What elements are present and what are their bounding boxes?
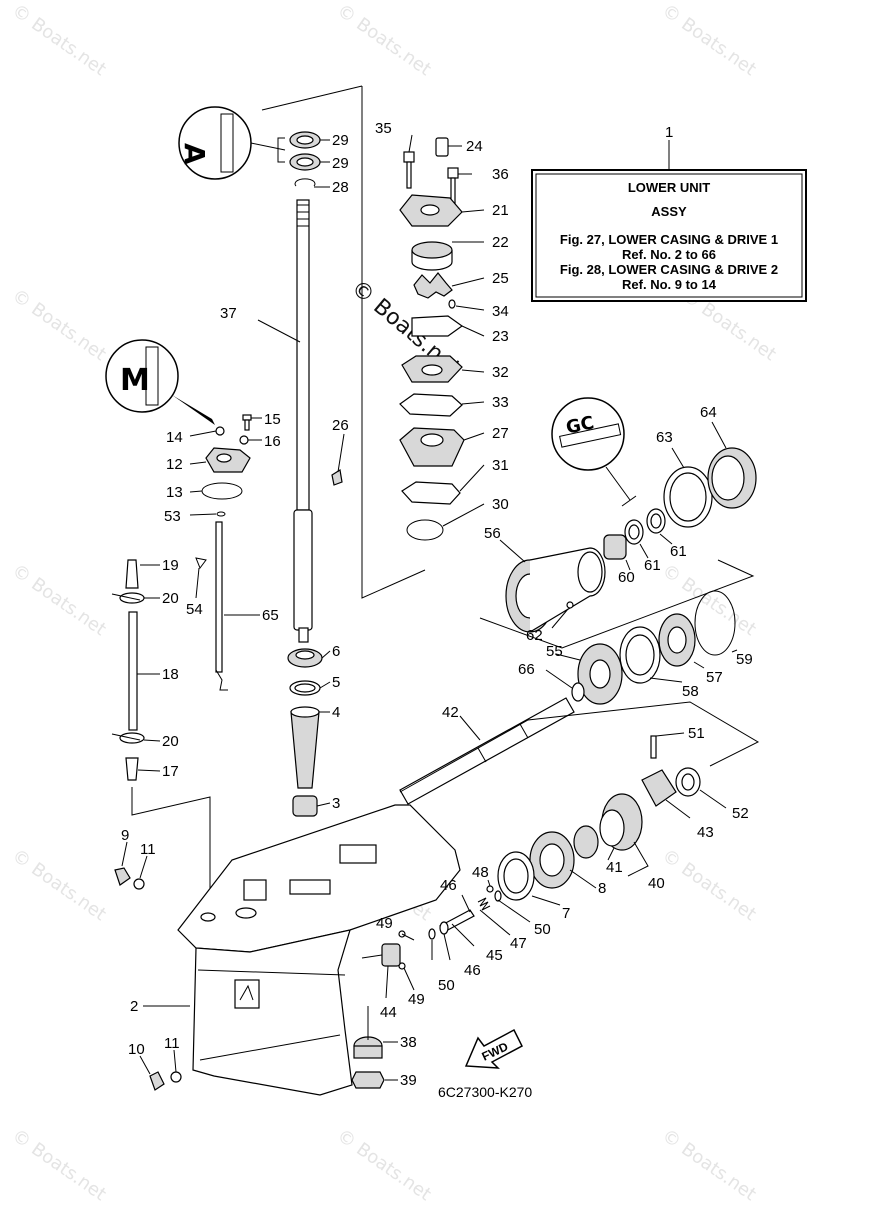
callout-34: 34 — [492, 303, 509, 320]
info-box-fig28-ref: Ref. No. 9 to 14 — [622, 277, 717, 292]
callout-66: 66 — [518, 661, 535, 678]
callout-51: 51 — [688, 725, 705, 742]
callout-24: 24 — [466, 138, 483, 155]
callout-61a: 61 — [644, 557, 661, 574]
drawing-code: 6C27300-K270 — [438, 1084, 532, 1100]
callout-55: 55 — [546, 643, 563, 660]
callout-49b: 49 — [408, 991, 425, 1008]
callout-32: 32 — [492, 364, 509, 381]
grease-symbol-a: A — [178, 106, 286, 180]
callout-59: 59 — [736, 651, 753, 668]
callout-38: 38 — [400, 1034, 417, 1051]
callout-60: 60 — [618, 569, 635, 586]
lower-unit-info-box: LOWER UNIT ASSY Fig. 27, LOWER CASING & … — [531, 140, 807, 302]
drive-shaft — [293, 199, 313, 643]
callout-29b: 29 — [332, 155, 349, 172]
callout-16: 16 — [264, 433, 281, 450]
propeller-shaft — [399, 697, 575, 805]
propeller-shaft-housing — [505, 547, 606, 633]
callout-10: 10 — [128, 1041, 145, 1058]
callout-47: 47 — [510, 935, 527, 952]
callout-3: 3 — [332, 795, 340, 812]
callout-13: 13 — [166, 484, 183, 501]
callout-43: 43 — [697, 824, 714, 841]
callout-58: 58 — [682, 683, 699, 700]
callout-20b: 20 — [162, 733, 179, 750]
callout-48: 48 — [472, 864, 489, 881]
callout-56: 56 — [484, 525, 501, 542]
callout-54: 54 — [186, 601, 203, 618]
pump-group-bracket — [361, 86, 426, 599]
callout-39: 39 — [400, 1072, 417, 1089]
callout-12: 12 — [166, 456, 183, 473]
callout-42: 42 — [442, 704, 459, 721]
callout-15: 15 — [264, 411, 281, 428]
callout-2: 2 — [130, 998, 138, 1015]
grease-symbol-m: M — [105, 339, 215, 425]
callout-6: 6 — [332, 643, 340, 660]
callout-11a: 11 — [140, 841, 156, 858]
callout-36: 36 — [492, 166, 509, 183]
callout-37: 37 — [220, 305, 237, 322]
callout-21: 21 — [492, 202, 509, 219]
callout-65: 65 — [262, 607, 279, 624]
lower-casing — [177, 804, 461, 1096]
callout-45: 45 — [486, 947, 503, 964]
callout-44: 44 — [380, 1004, 397, 1021]
callout-1: 1 — [665, 124, 673, 141]
callout-46b: 46 — [464, 962, 481, 979]
svg-text:A: A — [178, 143, 211, 165]
info-box-fig27-ref: Ref. No. 2 to 66 — [622, 247, 716, 262]
fwd-arrow: FWD — [464, 1028, 523, 1069]
callout-9: 9 — [121, 827, 129, 844]
callout-8: 8 — [598, 880, 606, 897]
callout-22: 22 — [492, 234, 509, 251]
callout-28: 28 — [332, 179, 349, 196]
callout-63: 63 — [656, 429, 673, 446]
callout-7: 7 — [562, 905, 570, 922]
callout-23: 23 — [492, 328, 509, 345]
callout-57: 57 — [706, 669, 723, 686]
callout-14: 14 — [166, 429, 183, 446]
callout-41: 41 — [606, 859, 623, 876]
callout-19: 19 — [162, 557, 179, 574]
info-box-fig28: Fig. 28, LOWER CASING & DRIVE 2 — [560, 262, 778, 277]
callout-27: 27 — [492, 425, 509, 442]
info-box-subtitle: ASSY — [651, 204, 687, 219]
callout-49a: 49 — [376, 915, 393, 932]
callout-20a: 20 — [162, 590, 179, 607]
callout-53: 53 — [164, 508, 181, 525]
callout-33: 33 — [492, 394, 509, 411]
callout-17: 17 — [162, 763, 179, 780]
callout-30: 30 — [492, 496, 509, 513]
callout-52: 52 — [732, 805, 749, 822]
callout-11b: 11 — [164, 1035, 180, 1052]
callout-26: 26 — [332, 417, 349, 434]
svg-text:M: M — [120, 363, 150, 398]
callout-62: 62 — [526, 627, 543, 644]
callout-4: 4 — [332, 704, 340, 721]
callout-5: 5 — [332, 674, 340, 691]
callout-61b: 61 — [670, 543, 687, 560]
callout-29a: 29 — [332, 132, 349, 149]
info-box-title: LOWER UNIT — [628, 180, 710, 195]
callout-40: 40 — [648, 875, 665, 892]
callout-64: 64 — [700, 404, 717, 421]
callout-labels: 1 2 3 4 5 6 7 8 9 10 11 11 12 13 14 15 1… — [121, 120, 753, 1089]
info-box-fig27: Fig. 27, LOWER CASING & DRIVE 1 — [560, 232, 778, 247]
callout-18: 18 — [162, 666, 179, 683]
callout-25: 25 — [492, 270, 509, 287]
callout-46a: 46 — [440, 877, 457, 894]
grease-symbol-gc: GC — [551, 397, 637, 507]
callout-50b: 50 — [438, 977, 455, 994]
callout-50a: 50 — [534, 921, 551, 938]
callout-35: 35 — [375, 120, 392, 137]
callout-31: 31 — [492, 457, 509, 474]
